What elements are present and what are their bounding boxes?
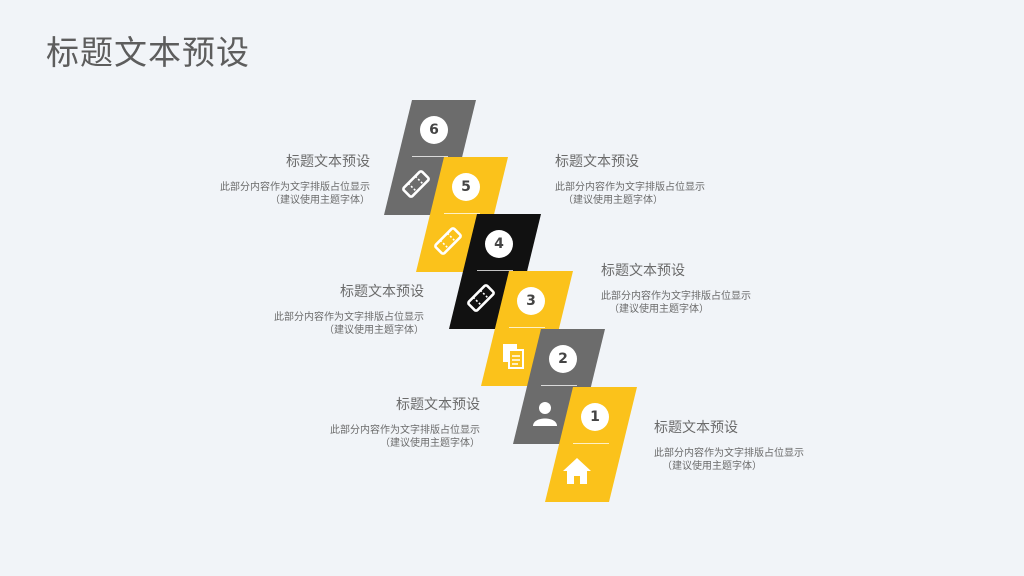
page-title: 标题文本预设 [46,33,250,72]
caption-2: 标题文本预设 此部分内容作为文字排版占位显示 （建议使用主题字体） [330,394,480,450]
caption-line: 此部分内容作为文字排版占位显示 [274,312,424,323]
caption-line: （建议使用主题字体） [563,195,663,206]
step-divider [444,213,480,214]
caption-heading: 标题文本预设 [396,397,480,413]
caption-line: 此部分内容作为文字排版占位显示 [330,425,480,436]
home-icon [560,454,594,488]
caption-line: 此部分内容作为文字排版占位显示 [555,182,705,193]
user-icon [528,396,562,430]
caption-body: 此部分内容作为文字排版占位显示 （建议使用主题字体） [220,181,370,207]
caption-5: 标题文本预设 此部分内容作为文字排版占位显示 （建议使用主题字体） [555,151,705,207]
caption-line: （建议使用主题字体） [662,461,762,472]
step-number-3: 3 [517,287,545,315]
caption-body: 此部分内容作为文字排版占位显示 （建议使用主题字体） [274,311,424,337]
step-number-6: 6 [420,116,448,144]
caption-line: （建议使用主题字体） [609,304,709,315]
caption-1: 标题文本预设 此部分内容作为文字排版占位显示 （建议使用主题字体） [654,417,804,473]
ticket-icon [399,167,433,201]
caption-4: 标题文本预设 此部分内容作为文字排版占位显示 （建议使用主题字体） [274,281,424,337]
caption-body: 此部分内容作为文字排版占位显示 （建议使用主题字体） [555,181,705,207]
step-number-5: 5 [452,173,480,201]
caption-body: 此部分内容作为文字排版占位显示 （建议使用主题字体） [654,447,804,473]
caption-3: 标题文本预设 此部分内容作为文字排版占位显示 （建议使用主题字体） [601,260,751,316]
caption-body: 此部分内容作为文字排版占位显示 （建议使用主题字体） [330,424,480,450]
caption-heading: 标题文本预设 [555,154,639,170]
caption-heading: 标题文本预设 [340,284,424,300]
caption-heading: 标题文本预设 [601,263,685,279]
step-number-1: 1 [581,403,609,431]
step-divider [573,443,609,444]
step-number-4: 4 [485,230,513,258]
step-divider [412,156,448,157]
caption-line: （建议使用主题字体） [324,325,424,336]
caption-6: 标题文本预设 此部分内容作为文字排版占位显示 （建议使用主题字体） [220,151,370,207]
ticket-icon [431,224,465,258]
caption-body: 此部分内容作为文字排版占位显示 （建议使用主题字体） [601,290,751,316]
step-divider [509,327,545,328]
caption-heading: 标题文本预设 [654,420,738,436]
caption-line: 此部分内容作为文字排版占位显示 [220,182,370,193]
step-divider [477,270,513,271]
caption-line: 此部分内容作为文字排版占位显示 [601,291,751,302]
step-divider [541,385,577,386]
caption-line: 此部分内容作为文字排版占位显示 [654,448,804,459]
caption-heading: 标题文本预设 [286,154,370,170]
document-icon [496,338,530,372]
caption-line: （建议使用主题字体） [380,438,480,449]
step-number-2: 2 [549,345,577,373]
caption-line: （建议使用主题字体） [270,195,370,206]
ticket-icon [464,281,498,315]
